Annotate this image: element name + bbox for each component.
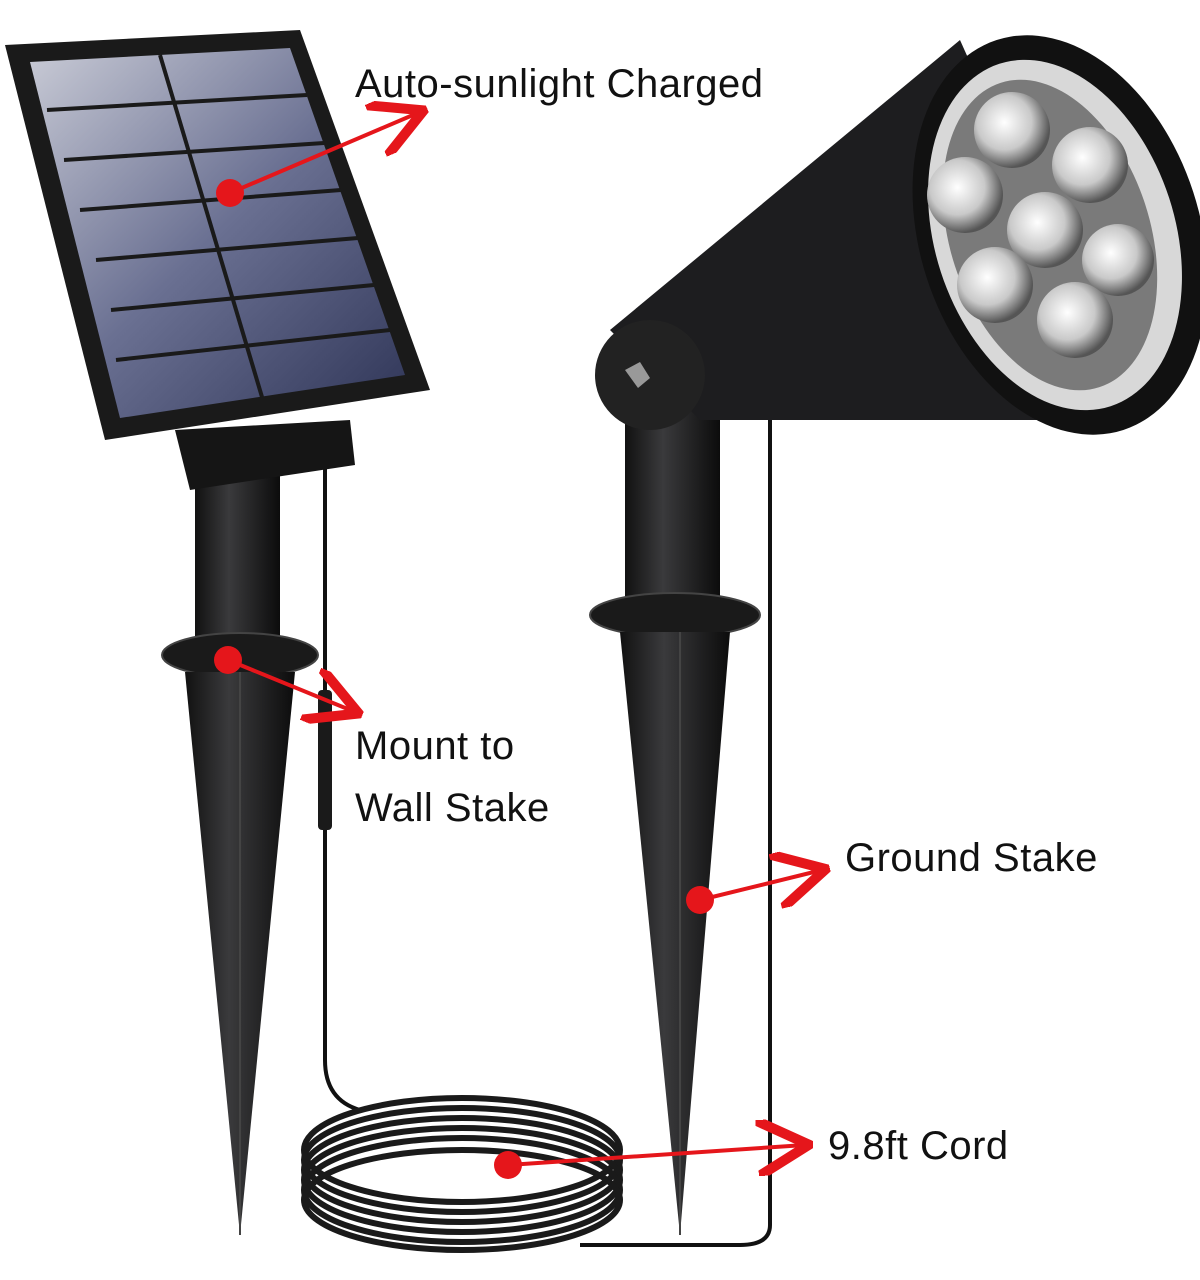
left-stake bbox=[161, 470, 332, 1235]
right-stake bbox=[589, 400, 761, 1235]
solar-panel bbox=[5, 30, 430, 490]
cord-coil bbox=[301, 1095, 623, 1253]
cable-right bbox=[580, 420, 772, 1247]
led-array bbox=[927, 92, 1154, 358]
label-mount-line2: Wall Stake bbox=[355, 786, 550, 830]
spotlight-head bbox=[595, 35, 1200, 435]
label-cord: 9.8ft Cord bbox=[828, 1124, 1009, 1168]
label-ground-stake: Ground Stake bbox=[845, 836, 1098, 880]
callouts bbox=[214, 112, 822, 1179]
label-mount-line1: Mount to bbox=[355, 724, 515, 768]
cable-left bbox=[323, 450, 361, 1112]
label-charging: Auto-sunlight Charged bbox=[355, 62, 764, 106]
